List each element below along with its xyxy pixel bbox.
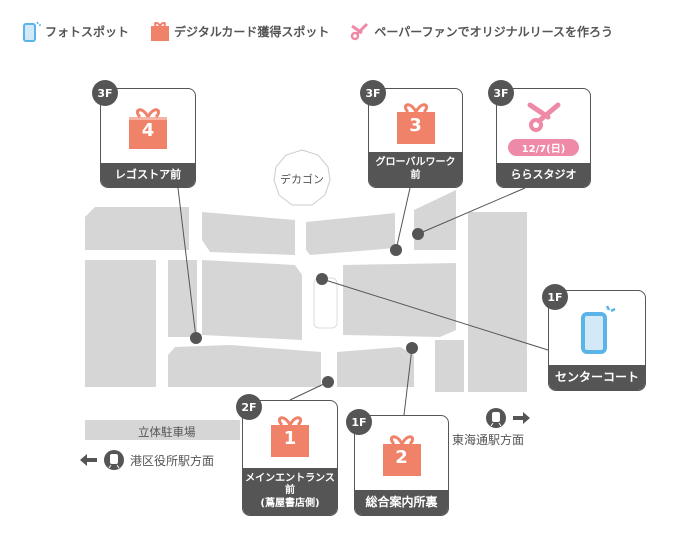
dot-lego xyxy=(190,332,202,344)
arrow-right-icon xyxy=(513,412,530,424)
dot-center-court xyxy=(316,273,328,285)
spot-card-info-center[interactable]: 2 総合案内所裏 xyxy=(354,415,449,516)
spot-card-main-entrance[interactable]: 1 メインエントランス前(蔦屋書店側) xyxy=(242,400,338,516)
floor-badge: 3F xyxy=(488,80,514,106)
gift-icon: 2 xyxy=(382,430,421,476)
scissors-icon xyxy=(351,22,369,41)
center-court-area xyxy=(313,277,338,329)
parking-block xyxy=(85,420,240,440)
arrow-left-icon xyxy=(80,454,97,466)
legend: フォトスポット デジタルカード獲得スポット ペーパーファンでオリジナルリースを作… xyxy=(22,20,633,42)
legend-gift: デジタルカード獲得スポット xyxy=(149,20,329,42)
spot-card-lala-studio[interactable]: 12/7(日) ららスタジオ xyxy=(496,88,591,188)
gift-icon: 4 xyxy=(129,103,167,150)
decagon-shape xyxy=(273,149,331,206)
phone-icon xyxy=(581,305,616,354)
phone-icon xyxy=(23,21,41,42)
floor-badge: 3F xyxy=(360,80,386,106)
spot-dots xyxy=(190,228,424,388)
scissors-icon xyxy=(527,102,560,132)
map-blocks xyxy=(85,190,527,440)
station-left: 港区役所駅方面 xyxy=(80,450,214,470)
dot-info xyxy=(406,342,418,354)
spot-card-lego-store[interactable]: 4 レゴストア前 xyxy=(100,88,196,188)
decagon-label: デカゴン xyxy=(280,173,324,186)
gift-icon: 3 xyxy=(396,98,435,144)
legend-photo: フォトスポット xyxy=(22,20,129,42)
dot-main-entrance xyxy=(322,376,334,388)
train-icon xyxy=(104,450,124,470)
parking-label: 立体駐車場 xyxy=(138,425,196,439)
station-right: 東海通駅方面 xyxy=(452,433,525,447)
train-icon xyxy=(486,408,506,428)
spot-card-center-court[interactable]: センターコート xyxy=(548,290,646,391)
dot-lala-studio xyxy=(412,228,424,240)
spot-card-global-work[interactable]: 3 グローバルワーク前 xyxy=(368,88,463,188)
station-right-icons xyxy=(486,408,530,428)
legend-scissors: ペーパーファンでオリジナルリースを作ろう xyxy=(349,20,613,42)
date-pill: 12/7(日) xyxy=(507,138,580,156)
dot-globalwork xyxy=(390,244,402,256)
leader-lines xyxy=(177,187,549,416)
gift-icon: 1 xyxy=(271,411,309,458)
gift-icon xyxy=(151,22,170,41)
floor-badge: 1F xyxy=(542,284,568,310)
floor-badge: 2F xyxy=(236,394,262,420)
floor-badge: 3F xyxy=(92,80,118,106)
floor-badge: 1F xyxy=(346,409,372,435)
